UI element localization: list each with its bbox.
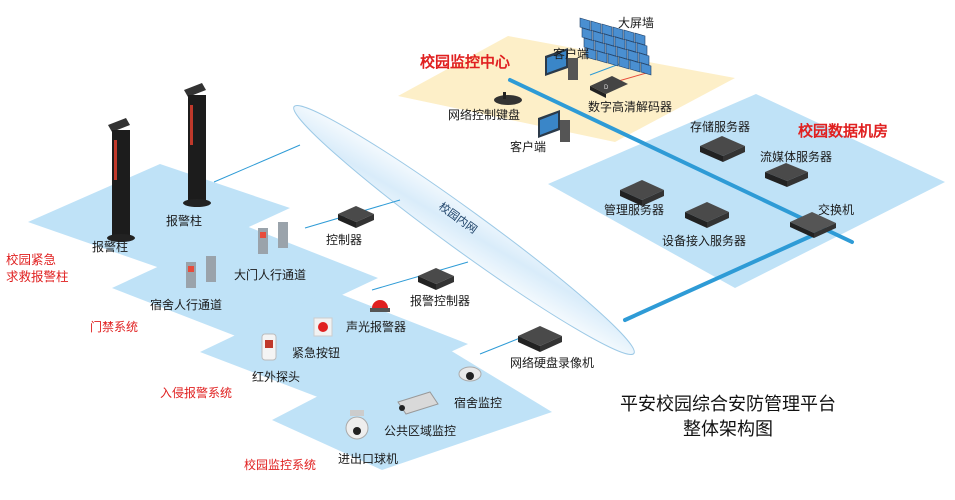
dome-cam-icon	[345, 410, 369, 440]
switch-icon	[790, 212, 836, 238]
alarm-pillar-1-icon	[107, 118, 135, 242]
label-access-server: 设备接入服务器	[662, 234, 747, 248]
alarm-pillar-2-icon	[183, 83, 211, 207]
video-wall-screen	[583, 37, 595, 51]
zone-access	[112, 226, 378, 340]
video-wall-screen	[638, 52, 650, 66]
video-wall-screen	[640, 62, 652, 76]
zone-monitor-center	[398, 36, 735, 142]
title-line-2: 整体架构图	[683, 419, 773, 439]
gate-dorm-icon	[186, 256, 216, 288]
video-wall-screen	[616, 46, 628, 60]
video-wall-screen	[594, 40, 606, 54]
mgmt-server-icon	[620, 180, 664, 206]
video-wall-screen	[596, 50, 608, 64]
controller-icon	[338, 206, 374, 228]
siren-icon	[370, 300, 390, 312]
label-keyboard: 网络控制键盘	[448, 108, 521, 122]
backbone-links	[508, 78, 854, 322]
video-wall-screen	[625, 39, 637, 53]
label-storage-server: 存储服务器	[690, 120, 751, 134]
gate-main-icon	[258, 222, 288, 254]
zone-label-surveillance: 校园监控系统	[244, 458, 317, 472]
label-media-server: 流媒体服务器	[760, 150, 833, 164]
video-wall-screen	[607, 53, 619, 67]
label-dorm-cam: 宿舍监控	[454, 396, 503, 410]
video-wall-screen	[629, 59, 641, 73]
title-line-1: 平安校园综合安防管理平台	[620, 394, 836, 414]
label-alarm-pillar-2: 报警柱	[166, 214, 203, 228]
video-wall-screen	[634, 32, 646, 46]
label-nvr: 网络硬盘录像机	[510, 356, 595, 370]
svg-text:D: D	[604, 85, 609, 91]
video-wall-icon	[579, 17, 652, 76]
label-panic-button: 紧急按钮	[292, 346, 341, 360]
alarm-controller-icon	[418, 268, 454, 290]
video-wall-screen	[590, 20, 602, 34]
video-wall-screen	[614, 36, 626, 50]
video-wall-screen	[618, 56, 630, 70]
video-wall-screen	[592, 30, 604, 44]
panic-button-icon	[313, 317, 333, 337]
label-alarm-controller: 报警控制器	[410, 294, 471, 308]
video-wall-screen	[623, 29, 635, 43]
client-bottom-icon	[538, 110, 570, 142]
label-gate-main: 大门人行通道	[234, 268, 307, 282]
zone-label-intrusion: 入侵报警系统	[160, 386, 233, 400]
campus-network-ellipse	[293, 105, 635, 355]
decoder-icon: D	[590, 76, 628, 98]
video-wall-screen	[601, 23, 613, 37]
label-decoder: 数字高清解码器	[588, 100, 673, 114]
video-wall-screen	[603, 33, 615, 47]
public-cam-icon	[397, 391, 439, 415]
video-wall-screen	[612, 26, 624, 40]
storage-server-icon	[700, 136, 745, 162]
video-wall-screen	[581, 27, 593, 41]
access-server-icon	[685, 202, 729, 228]
video-wall-screen	[605, 43, 617, 57]
label-public-cam: 公共区域监控	[384, 424, 457, 438]
dorm-cam-icon	[458, 366, 482, 382]
zone-label-emergency: 校园紧急 求救报警柱	[6, 253, 69, 284]
zone-label-access: 门禁系统	[90, 320, 139, 334]
video-wall-screen	[636, 42, 648, 56]
label-video-wall: 大屏墙	[618, 16, 655, 30]
video-wall-screen	[627, 49, 639, 63]
label-client-top: 客户端	[553, 47, 590, 61]
zone-label-data-room: 校园数据机房	[798, 123, 889, 140]
media-server-icon	[765, 163, 808, 187]
ir-detector-icon	[261, 333, 277, 361]
zone-emergency	[28, 164, 290, 268]
label-ir-detector: 红外探头	[252, 370, 301, 384]
label-mgmt-server: 管理服务器	[604, 203, 665, 217]
zone-intrusion	[200, 290, 468, 404]
nvr-icon	[518, 326, 562, 352]
video-wall-screen	[579, 17, 591, 31]
label-gate-dorm: 宿舍人行通道	[150, 298, 223, 312]
zone-label-monitor-center: 校园监控中心	[420, 54, 511, 71]
video-wall-screen	[585, 47, 597, 61]
label-controller: 控制器	[326, 233, 363, 247]
label-alarm-pillar-1: 报警柱	[92, 240, 129, 254]
keyboard-icon	[494, 92, 522, 105]
label-siren: 声光报警器	[346, 320, 407, 334]
client-top-icon	[545, 48, 578, 80]
label-switch: 交换机	[818, 203, 855, 217]
label-dome-cam: 进出口球机	[338, 452, 399, 466]
label-client-bottom: 客户端	[510, 140, 547, 154]
diagram-title: 平安校园综合安防管理平台 整体架构图	[598, 392, 858, 442]
